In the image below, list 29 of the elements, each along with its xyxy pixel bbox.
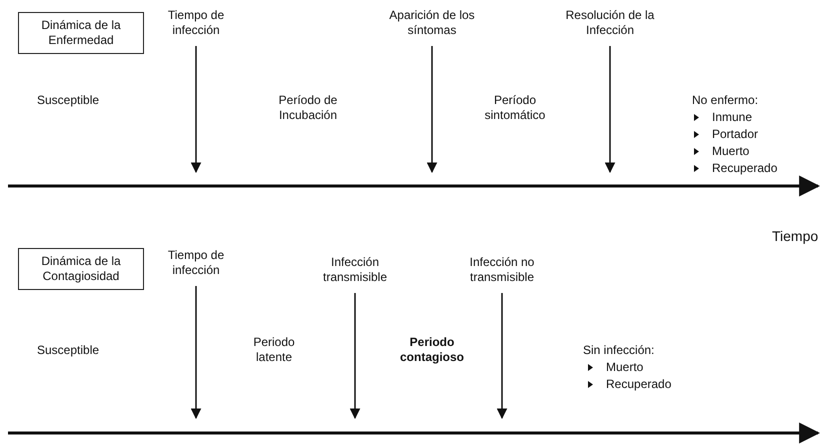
arrow <box>190 286 202 420</box>
period-label: No enfermo: <box>692 93 758 108</box>
arrow <box>496 293 508 420</box>
period-label: Periodo latente <box>252 335 296 365</box>
period-label: Período sintomático <box>484 93 546 123</box>
event-label: Infección no transmisible <box>452 255 552 285</box>
title-box: Dinámica de la Enfermedad <box>18 12 144 54</box>
list-item: Inmune <box>712 110 752 125</box>
period-label: Susceptible <box>37 93 100 108</box>
list-item: Muerto <box>712 144 750 159</box>
period-label: Sin infección: <box>583 343 654 358</box>
arrow <box>604 46 616 174</box>
event-label: Infección transmisible <box>310 255 400 285</box>
title-box: Dinámica de la Contagiosidad <box>18 248 144 290</box>
event-label: Aparición de los síntomas <box>372 8 492 38</box>
event-label: Tiempo de infección <box>151 8 241 38</box>
list-item: Muerto <box>606 360 644 375</box>
period-label: Susceptible <box>37 343 100 358</box>
event-label: Tiempo de infección <box>151 248 241 278</box>
list-item: Recuperado <box>712 161 778 176</box>
event-label: Resolución de la Infección <box>555 8 665 38</box>
arrow <box>190 46 202 174</box>
arrow <box>426 46 438 174</box>
axis-label: Tiempo <box>772 229 818 244</box>
period-label: Periodo contagioso <box>398 335 465 365</box>
arrow <box>350 293 360 420</box>
list-item: Recuperado <box>606 377 672 392</box>
period-label: Período de Incubación <box>278 93 338 123</box>
list-item: Portador <box>712 127 758 142</box>
